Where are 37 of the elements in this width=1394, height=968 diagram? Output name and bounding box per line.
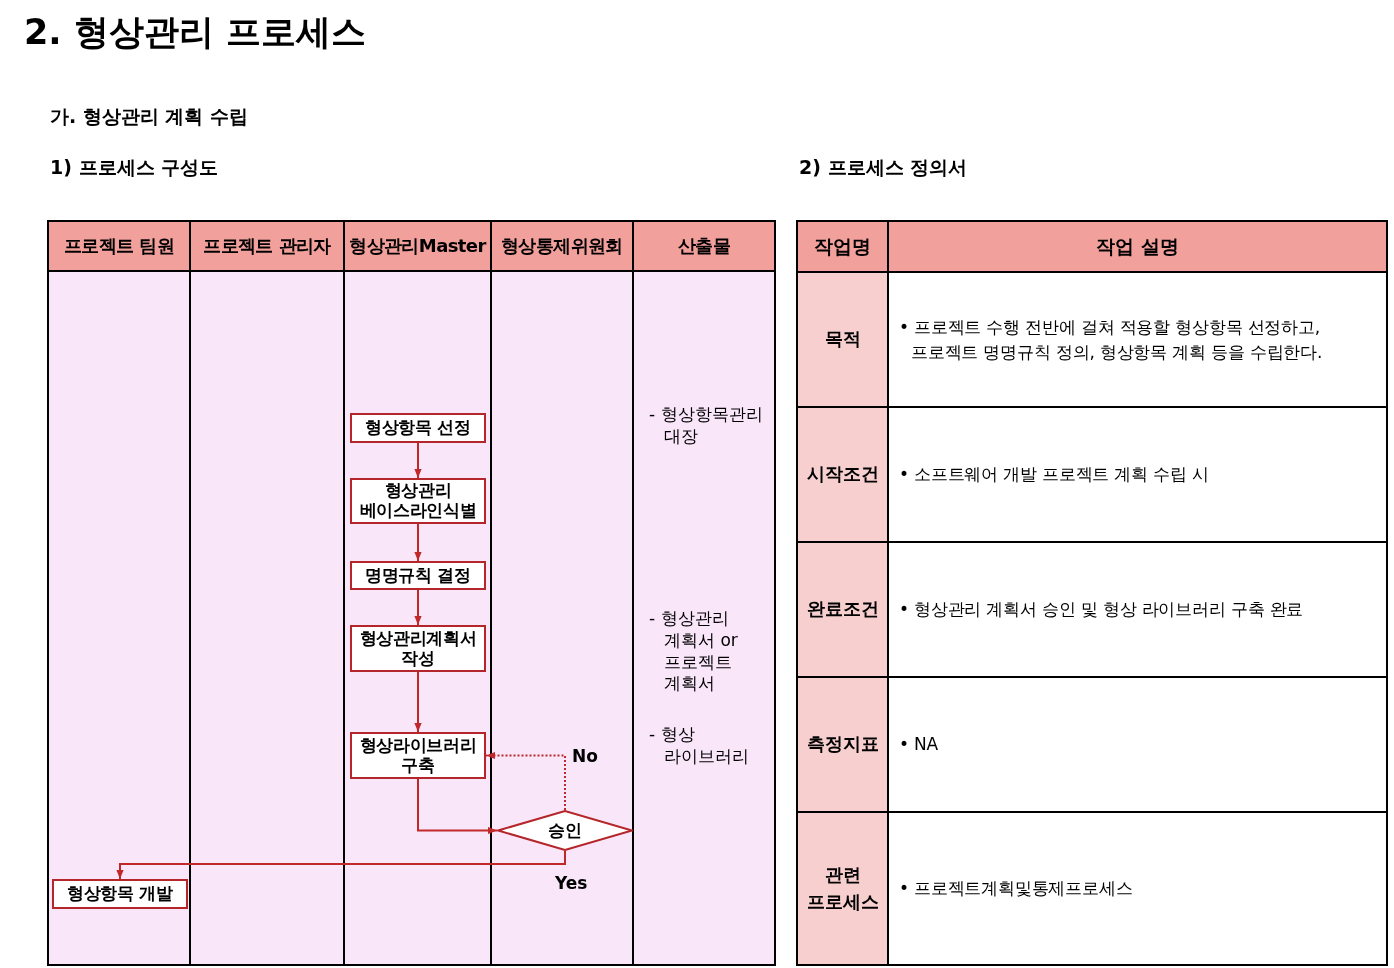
decision-diamond: 승인	[497, 810, 633, 851]
deliverable-item: - 형상관리 계획서 or 프로젝트 계획서	[649, 608, 739, 695]
row-header-cell: 시작조건	[796, 406, 889, 543]
process-box: 명명규칙 결정	[350, 561, 486, 590]
process-box: 형상라이브러리 구축	[350, 732, 486, 779]
lane-header: 프로젝트 팀원	[62, 234, 176, 258]
process-box: 형상항목 개발	[52, 879, 188, 909]
process-box: 형상관리 베이스라인식별	[350, 478, 486, 524]
dotted-arrow	[485, 751, 566, 811]
swimlane	[47, 220, 191, 966]
lane-header: 프로젝트 관리자	[189, 220, 345, 272]
table-header-cell: 작업 설명	[887, 220, 1388, 273]
section-heading: 가. 형상관리 계획 수립	[50, 104, 249, 129]
arrow	[116, 850, 566, 880]
subsection-heading: 1) 프로세스 구성도	[50, 155, 219, 180]
deliverable-item: - 형상항목관리 대장	[649, 404, 764, 448]
row-header-cell: 측정지표	[796, 676, 889, 813]
swimlane	[490, 220, 634, 966]
row-header-cell: 완료조건	[796, 541, 889, 678]
lane-header: 형상관리Master	[348, 234, 488, 258]
process-box: 형상관리계획서 작성	[350, 625, 486, 672]
page-title: 2. 형상관리 프로세스	[24, 11, 367, 54]
arrow	[414, 671, 422, 733]
deliverable-item: - 형상 라이브러리	[649, 724, 750, 768]
arrow	[414, 442, 422, 479]
process-box: 형상항목 선정	[350, 413, 486, 443]
subsection-heading: 2) 프로세스 정의서	[799, 155, 968, 180]
arrow	[414, 523, 422, 562]
arrow	[417, 778, 498, 835]
swimlane	[343, 220, 492, 966]
table-header-cell: 작업명	[796, 220, 889, 273]
lane-header: 산출물	[632, 220, 776, 272]
arrow	[414, 589, 422, 626]
lane-header: 형상통제위원회	[500, 234, 624, 258]
row-header-cell: 목적	[796, 271, 889, 408]
description-cell: • 프로젝트계획및통제프로세스	[887, 811, 1388, 966]
row-header-cell: 관련 프로세스	[796, 811, 889, 966]
